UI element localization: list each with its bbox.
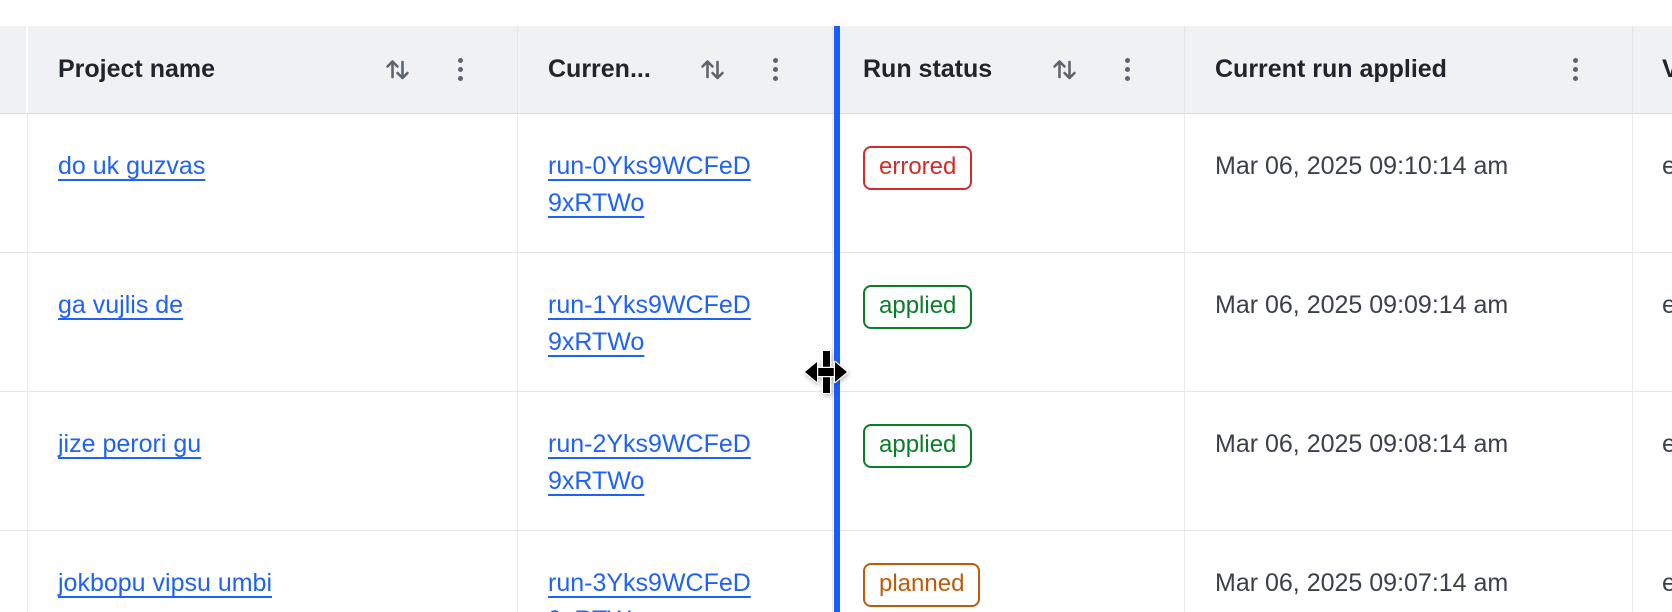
partial-cell-text: e [1662,152,1672,180]
run-status-badge: applied [863,424,973,468]
run-status-cell: errored [833,114,1185,252]
project-name-cell: ga vujlis de [28,253,518,391]
header-label: Current run applied [1215,55,1447,83]
project-name-cell: do uk guzvas [28,114,518,252]
current-run-cell: run-2Yks9WCFeD9xRTWo [518,392,833,530]
current-run-cell: run-1Yks9WCFeD9xRTWo [518,253,833,391]
column-menu-kebab-icon[interactable] [1571,56,1580,83]
current-run-applied-cell: Mar 06, 2025 09:09:14 am [1185,253,1633,391]
run-status-cell: planned [833,531,1185,612]
project-link[interactable]: jokbopu vipsu umbi [58,569,273,597]
project-link[interactable]: jize perori gu [58,430,202,458]
header-cell-run-status: Run status [833,26,1185,113]
sort-icon[interactable] [699,54,726,85]
run-status-badge: planned [863,563,981,607]
header-cell-project-name: Project name [28,26,518,113]
partial-right-cell: e [1633,531,1672,612]
current-run-cell: run-3Yks9WCFeD9xRTWo [518,531,833,612]
applied-timestamp: Mar 06, 2025 09:09:14 am [1215,291,1509,319]
applied-timestamp: Mar 06, 2025 09:08:14 am [1215,430,1509,458]
header-label: Curren... [548,55,651,83]
run-status-badge: applied [863,285,973,329]
row-gutter-cell [0,114,28,252]
project-link[interactable]: ga vujlis de [58,291,184,319]
project-name-cell: jize perori gu [28,392,518,530]
header-cell-current-run-applied: Current run applied [1185,26,1633,113]
header-label: Project name [58,55,216,83]
header-cell-gutter [0,26,28,113]
header-label: V [1662,55,1672,83]
row-gutter-cell [0,392,28,530]
header-label: Run status [863,55,993,83]
header-cell-partial-right: V [1633,26,1672,113]
partial-cell-text: e [1662,569,1672,597]
run-id-link[interactable]: run-2Yks9WCFeD9xRTWo [548,430,751,495]
column-menu-kebab-icon[interactable] [456,56,465,83]
row-gutter-cell [0,531,28,612]
applied-timestamp: Mar 06, 2025 09:10:14 am [1215,152,1509,180]
column-menu-kebab-icon[interactable] [771,56,780,83]
current-run-applied-cell: Mar 06, 2025 09:10:14 am [1185,114,1633,252]
partial-right-cell: e [1633,253,1672,391]
partial-cell-text: e [1662,430,1672,458]
run-status-cell: applied [833,392,1185,530]
partial-cell-text: e [1662,291,1672,319]
header-cell-current-run: Curren... [518,26,833,113]
partial-right-cell: e [1633,392,1672,530]
run-status-badge: errored [863,146,973,190]
project-name-cell: jokbopu vipsu umbi [28,531,518,612]
run-id-link[interactable]: run-0Yks9WCFeD9xRTWo [548,152,751,217]
partial-right-cell: e [1633,114,1672,252]
project-link[interactable]: do uk guzvas [58,152,206,180]
current-run-applied-cell: Mar 06, 2025 09:08:14 am [1185,392,1633,530]
run-id-link[interactable]: run-3Yks9WCFeD9xRTWo [548,569,751,612]
run-status-cell: applied [833,253,1185,391]
column-resize-guide-line[interactable] [834,26,840,612]
run-id-link[interactable]: run-1Yks9WCFeD9xRTWo [548,291,751,356]
current-run-cell: run-0Yks9WCFeD9xRTWo [518,114,833,252]
sort-icon[interactable] [384,54,411,85]
row-gutter-cell [0,253,28,391]
current-run-applied-cell: Mar 06, 2025 09:07:14 am [1185,531,1633,612]
column-menu-kebab-icon[interactable] [1123,56,1132,83]
applied-timestamp: Mar 06, 2025 09:07:14 am [1215,569,1509,597]
sort-icon[interactable] [1051,54,1078,85]
